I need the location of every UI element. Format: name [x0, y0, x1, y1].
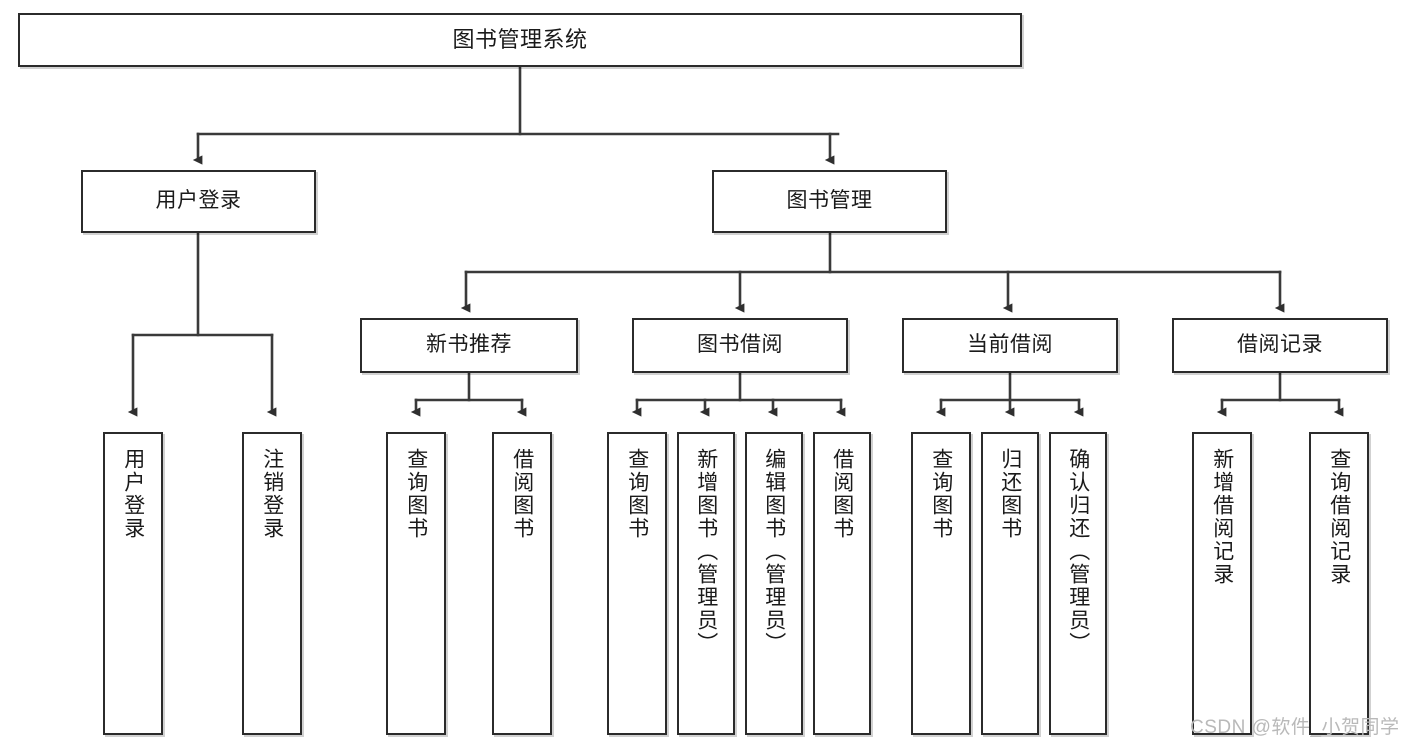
node-label: 借阅记录 — [1237, 333, 1323, 357]
leaf-query-book-recommend[interactable]: 查询图书 — [386, 432, 446, 735]
node-label: 当前借阅 — [967, 333, 1053, 357]
node-label: 借阅图书 — [830, 448, 854, 540]
node-current-borrow[interactable]: 当前借阅 — [902, 318, 1118, 373]
node-label: 新增借阅记录 — [1210, 448, 1234, 586]
node-book-management[interactable]: 图书管理 — [712, 170, 947, 233]
node-label: 注销登录 — [260, 448, 284, 540]
node-label: 编辑图书（管理员） — [762, 448, 786, 655]
leaf-borrow-book-recommend[interactable]: 借阅图书 — [492, 432, 552, 735]
leaf-return-book[interactable]: 归还图书 — [981, 432, 1039, 735]
node-label: 归还图书 — [998, 448, 1022, 540]
leaf-edit-book-admin[interactable]: 编辑图书（管理员） — [745, 432, 803, 735]
node-label: 查询图书 — [404, 448, 428, 540]
node-new-book-recommend[interactable]: 新书推荐 — [360, 318, 578, 373]
leaf-query-book-current[interactable]: 查询图书 — [911, 432, 971, 735]
node-root-system[interactable]: 图书管理系统 — [18, 13, 1022, 67]
leaf-user-login[interactable]: 用户登录 — [103, 432, 163, 735]
node-label: 新增图书（管理员） — [694, 448, 718, 655]
node-label: 图书管理 — [786, 189, 873, 213]
node-label: 查询图书 — [625, 448, 649, 540]
leaf-query-borrow-record[interactable]: 查询借阅记录 — [1309, 432, 1369, 735]
node-label: 图书管理系统 — [452, 26, 588, 52]
node-borrow-records[interactable]: 借阅记录 — [1172, 318, 1388, 373]
node-label: 新书推荐 — [426, 333, 512, 357]
leaf-confirm-return-admin[interactable]: 确认归还（管理员） — [1049, 432, 1107, 735]
node-book-borrow[interactable]: 图书借阅 — [632, 318, 848, 373]
node-label: 查询借阅记录 — [1327, 448, 1351, 586]
leaf-borrow-book[interactable]: 借阅图书 — [813, 432, 871, 735]
node-label: 借阅图书 — [510, 448, 534, 540]
node-label: 图书借阅 — [697, 333, 783, 357]
csdn-watermark: CSDN @软件_小贺同学 — [1190, 717, 1400, 738]
node-label: 用户登录 — [121, 448, 145, 540]
node-user-login[interactable]: 用户登录 — [81, 170, 316, 233]
leaf-query-book-borrow[interactable]: 查询图书 — [607, 432, 667, 735]
leaf-logout[interactable]: 注销登录 — [242, 432, 302, 735]
node-label: 确认归还（管理员） — [1066, 448, 1090, 655]
node-label: 查询图书 — [929, 448, 953, 540]
node-label: 用户登录 — [155, 189, 242, 213]
leaf-add-book-admin[interactable]: 新增图书（管理员） — [677, 432, 735, 735]
leaf-add-borrow-record[interactable]: 新增借阅记录 — [1192, 432, 1252, 735]
